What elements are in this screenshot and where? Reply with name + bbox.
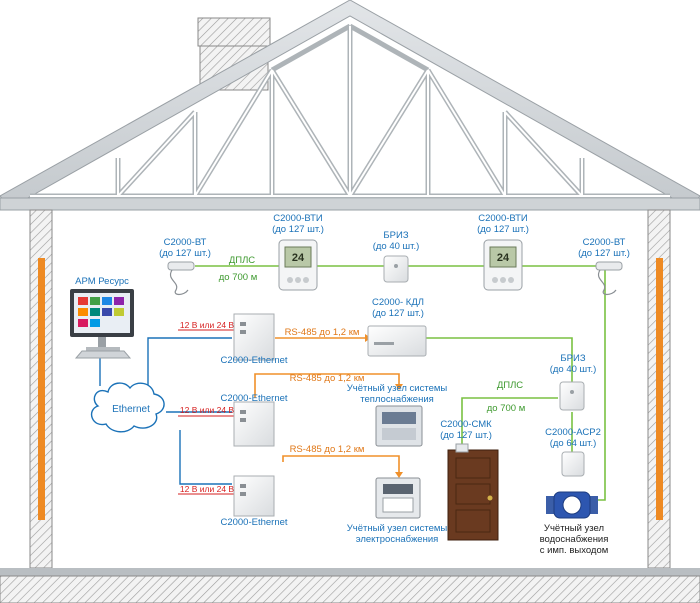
ethernet-module-icon	[233, 475, 275, 517]
device-count: (до 127 шт.)	[272, 224, 324, 235]
ethernet-module-icon	[233, 401, 275, 447]
rs485-label-3: RS-485 до 1,2 км	[289, 444, 365, 455]
rs485-label-1: RS-485 до 1,2 км	[284, 327, 360, 338]
power-lines	[178, 329, 235, 495]
temperature-sensor-icon	[595, 261, 623, 296]
thermostat-display: 24	[291, 252, 305, 264]
rs485-label-2: RS-485 до 1,2 км	[289, 373, 365, 384]
device-count: (до 40 шт.)	[549, 364, 597, 375]
kdl-controller-icon	[367, 325, 427, 357]
heat-meter-icon	[375, 405, 423, 447]
dpls-top-label: ДПЛС	[228, 255, 256, 266]
c2000-vt-left-label: С2000-ВТ (до 127 шт.)	[150, 237, 220, 259]
floor	[0, 568, 700, 603]
device-count: (до 127 шт.)	[578, 248, 630, 259]
device-count: (до 127 шт.)	[372, 308, 424, 319]
c2000-asr2-label: С2000-АСР2 (до 64 шт.)	[536, 427, 610, 449]
monitor-icon	[70, 289, 134, 359]
thermostat-icon	[278, 239, 318, 291]
dpls-right-label: ДПЛС	[496, 380, 524, 391]
door-icon	[447, 443, 499, 541]
electric-node-label: Учётный узел системы электроснабжения	[346, 523, 448, 545]
dpls-right-distance: до 700 м	[486, 403, 526, 414]
briz-top-label: БРИЗ (до 40 шт.)	[360, 230, 432, 252]
c2000-vti-left-label: С2000-ВТИ (до 127 шт.)	[260, 213, 336, 235]
temperature-sensor-icon	[167, 261, 195, 296]
device-name: БРИЗ	[383, 230, 409, 241]
water-meter-icon	[546, 491, 598, 519]
rs485-lines	[254, 337, 400, 472]
roof	[0, 0, 700, 211]
power-label-2: 12 В или 24 В	[179, 405, 235, 415]
arrow-icon	[395, 384, 403, 390]
device-count: (до 127 шт.)	[440, 430, 492, 441]
device-name: С2000-ВТИ	[478, 213, 528, 224]
arrow-icon	[395, 472, 403, 478]
briz-module-icon	[383, 255, 409, 283]
electric-meter-icon	[375, 477, 421, 519]
thermostat-display: 24	[496, 252, 510, 264]
thermostat-icon	[483, 239, 523, 291]
dpls-top-distance: до 700 м	[218, 272, 258, 283]
walls	[29, 209, 671, 569]
device-name: БРИЗ	[560, 353, 586, 364]
device-count: (до 127 шт.)	[159, 248, 211, 259]
eth1-label: С2000-Ethernet	[220, 355, 288, 366]
device-name: С2000- КДЛ	[372, 297, 424, 308]
device-name: С2000-СМК	[440, 419, 492, 430]
device-count: (до 127 шт.)	[477, 224, 529, 235]
device-name: С2000-ВТ	[582, 237, 626, 248]
water-node-label: Учётный узел водоснабжения с имп. выходо…	[539, 523, 609, 556]
device-count: (до 40 шт.)	[372, 241, 420, 252]
eth3-label: С2000-Ethernet	[220, 517, 288, 528]
device-name: С2000-ВТ	[163, 237, 207, 248]
device-name: С2000-АСР2	[545, 427, 601, 438]
briz-right-label: БРИЗ (до 40 шт.)	[538, 353, 608, 375]
eth2-label: С2000-Ethernet	[220, 393, 288, 404]
device-name: С2000-ВТИ	[273, 213, 323, 224]
briz-module-icon	[559, 381, 585, 411]
c2000-vt-right-label: С2000-ВТ (до 127 шт.)	[568, 237, 640, 259]
power-label-3: 12 В или 24 В	[179, 484, 235, 494]
c2000-kdl-label: С2000- КДЛ (до 127 шт.)	[360, 297, 436, 319]
heat-node-label: Учётный узел системы теплоснабжения	[346, 383, 448, 405]
c2000-smk-label: С2000-СМК (до 127 шт.)	[430, 419, 502, 441]
ethernet-module-icon	[233, 313, 275, 361]
ethernet-cloud-icon	[90, 382, 165, 433]
power-label-1: 12 В или 24 В	[179, 320, 235, 330]
asr2-module-icon	[561, 451, 585, 477]
ethernet-lines	[99, 337, 232, 485]
arm-resurs-label: АРМ Ресурс	[75, 276, 129, 287]
c2000-vti-right-label: С2000-ВТИ (до 127 шт.)	[465, 213, 541, 235]
ethernet-cloud-label: Ethernet	[112, 404, 150, 415]
device-count: (до 64 шт.)	[549, 438, 597, 449]
